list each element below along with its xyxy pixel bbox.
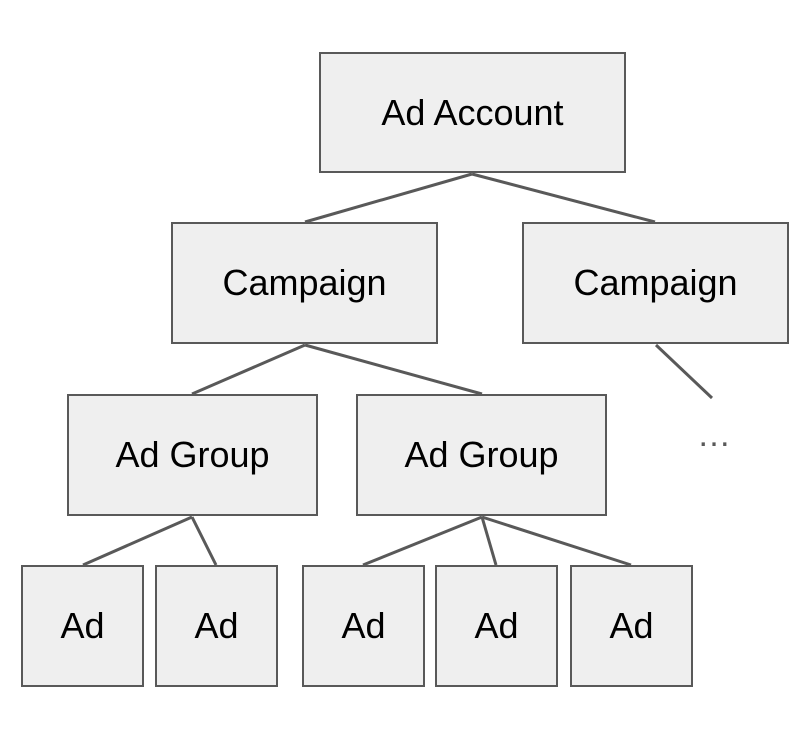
node-ad-group-1: Ad Group [67,394,318,516]
node-ad-group-2: Ad Group [356,394,607,516]
node-ad-1: Ad [21,565,144,687]
edge-group-1-ad-2 [190,516,218,566]
edge-campaign-1-group-2 [304,343,483,396]
edge-campaign-1-group-1 [191,343,306,396]
node-ad-4: Ad [435,565,558,687]
continuation-ellipsis: … [697,416,733,454]
node-campaign-2: Campaign [522,222,789,344]
node-label: Ad Group [404,434,559,475]
edge-campaign-2-continuation [654,343,714,400]
edge-account-campaign-2 [471,172,656,224]
edge-account-campaign-1 [304,172,473,224]
edge-group-1-ad-1 [82,515,193,567]
node-label: Ad [60,605,105,646]
node-campaign-1: Campaign [171,222,438,344]
node-label: Ad [341,605,386,646]
node-label: Ad [609,605,654,646]
node-label: Campaign [222,262,387,303]
edge-group-2-ad-3 [362,515,483,567]
node-label: Ad [474,605,519,646]
node-ad-2: Ad [155,565,278,687]
node-ad-5: Ad [570,565,693,687]
node-ad-account: Ad Account [319,52,626,173]
node-ad-3: Ad [302,565,425,687]
node-label: Ad Group [115,434,270,475]
edge-group-2-ad-4 [480,516,498,566]
edge-group-2-ad-5 [481,515,632,567]
node-label: Ad [194,605,239,646]
node-label: Ad Account [381,91,564,133]
node-label: Campaign [573,262,738,303]
